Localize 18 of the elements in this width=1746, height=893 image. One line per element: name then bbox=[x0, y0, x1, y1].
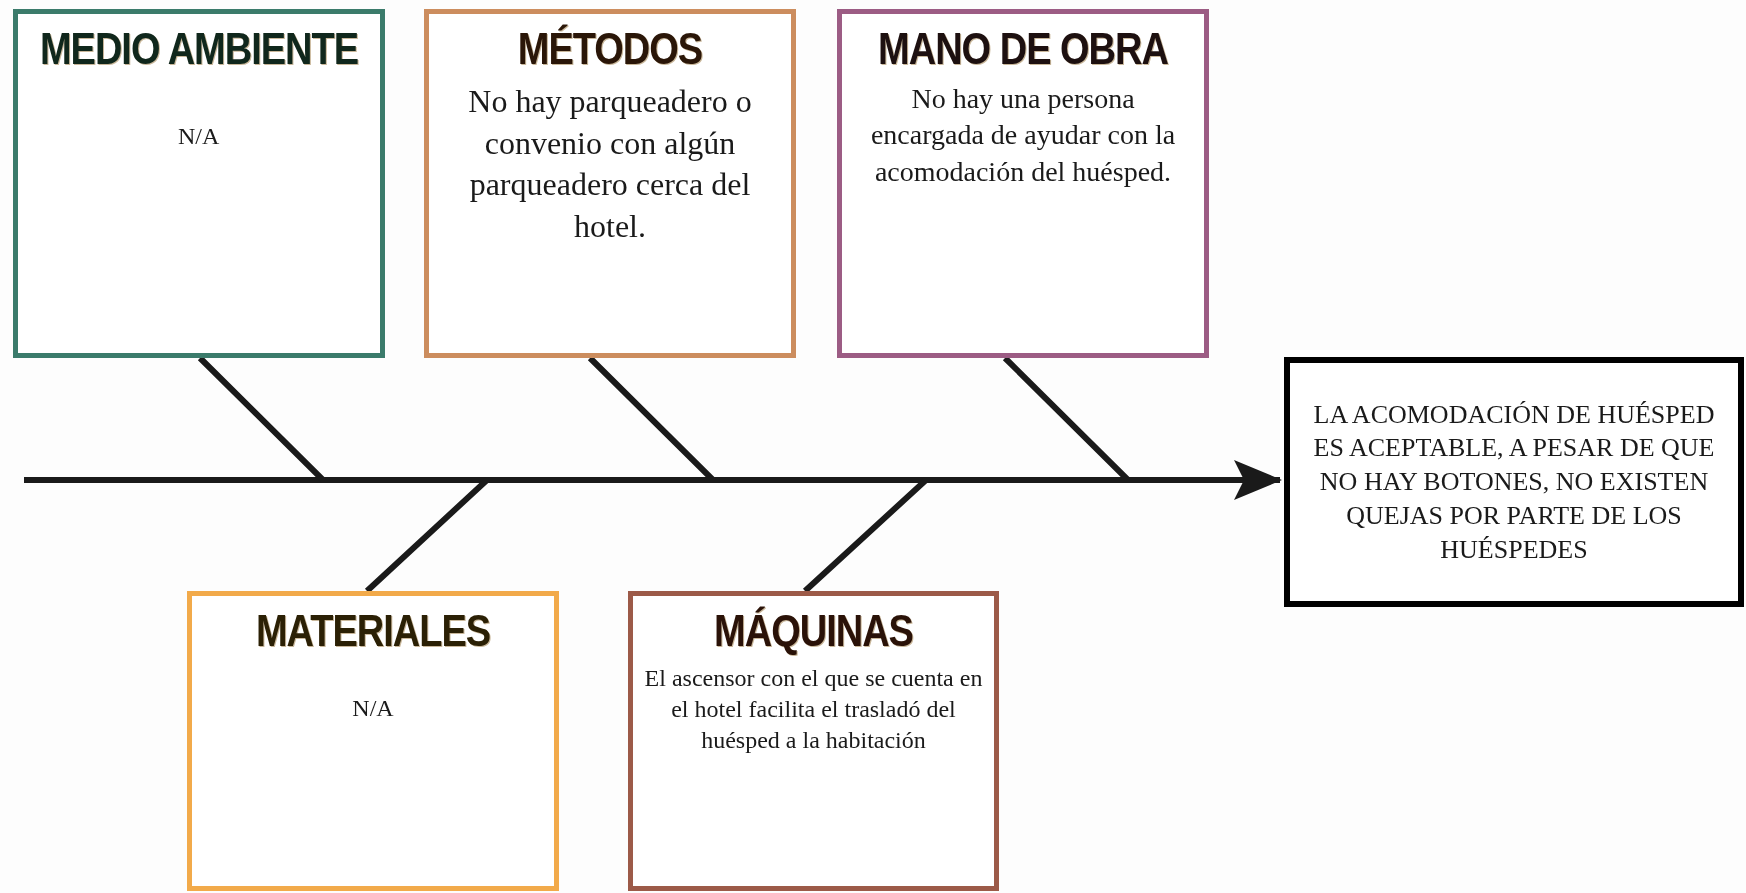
cause-text: No hay una persona encargada de ayudar con la acomodación del huésped. bbox=[869, 82, 1177, 189]
cause-text: N/A bbox=[352, 694, 394, 723]
spine-arrow bbox=[24, 460, 1282, 500]
cause-text: No hay parqueadero o convenio con algún parqueadero cerca del hotel. bbox=[467, 82, 753, 246]
category-heading: MÉTODOS bbox=[517, 24, 703, 75]
cause-text: N/A bbox=[178, 122, 220, 151]
effect-box bbox=[1284, 357, 1744, 607]
category-heading: MEDIO AMBIENTE bbox=[39, 24, 359, 75]
cause-box bbox=[837, 9, 1209, 358]
category-heading: MATERIALES bbox=[255, 606, 491, 657]
cause-text: El ascensor con el que se cuenta en el hotel facilita el trasladó del huésped a la habitación bbox=[643, 664, 984, 756]
category-heading: MÁQUINAS bbox=[714, 606, 913, 657]
cause-box bbox=[424, 9, 796, 358]
category-heading: MANO DE OBRA bbox=[878, 24, 1168, 75]
cause-box bbox=[187, 591, 559, 891]
cause-box bbox=[13, 9, 385, 358]
cause-box bbox=[628, 591, 999, 891]
effect-text: LA ACOMODACIÓN DE HUÉSPED ES ACEPTABLE, A PESAR DE QUE NO HAY BOTONES, NO EXISTEN QUEJAS POR PARTE DE LOS HUÉSPEDES bbox=[1312, 398, 1716, 566]
